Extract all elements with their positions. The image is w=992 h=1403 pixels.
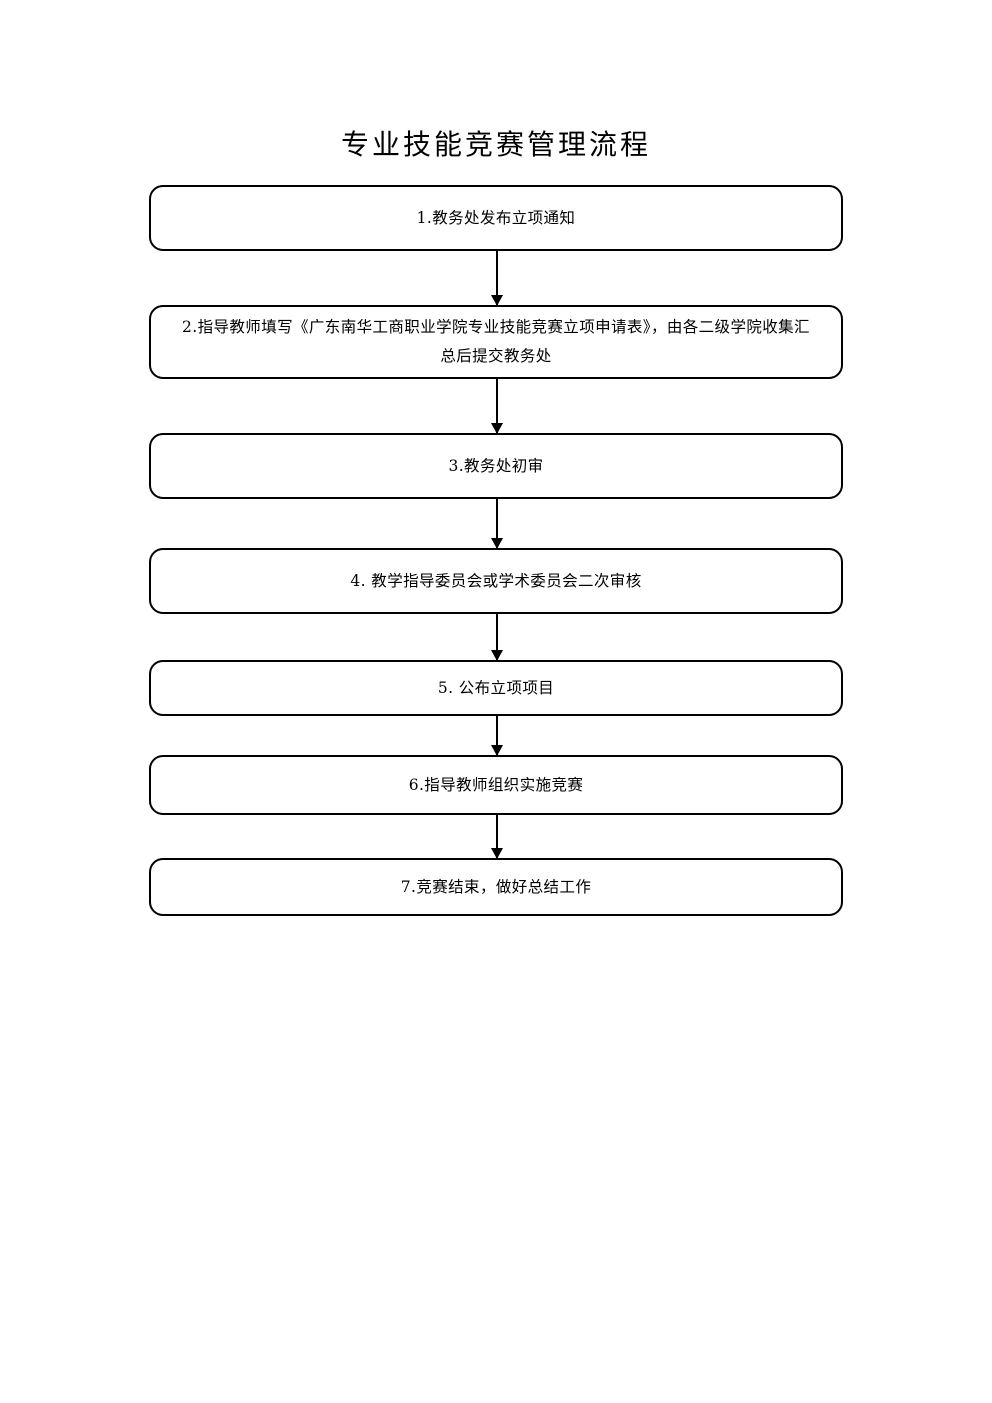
flowchart: 1.教务处发布立项通知 2.指导教师填写《广东南华工商职业学院专业技能竞赛立项申… xyxy=(149,185,843,945)
flow-node-label: 7.竞赛结束，做好总结工作 xyxy=(400,877,592,896)
flow-connector-4-to-5 xyxy=(491,614,503,661)
flow-connector-6-to-7 xyxy=(491,815,503,859)
arrow-down-icon xyxy=(491,745,503,756)
flow-node-label: 1.教务处发布立项通知 xyxy=(416,208,576,227)
flow-node-step-2[interactable]: 2.指导教师填写《广东南华工商职业学院专业技能竞赛立项申请表》，由各二级学院收集… xyxy=(149,305,843,379)
arrow-down-icon xyxy=(491,295,503,306)
arrow-down-icon xyxy=(491,650,503,661)
arrow-down-icon xyxy=(491,538,503,549)
flow-node-step-7[interactable]: 7.竞赛结束，做好总结工作 xyxy=(149,858,843,916)
page-title: 专业技能竞赛管理流程 xyxy=(340,128,651,161)
flow-node-label: 6.指导教师组织实施竞赛 xyxy=(408,775,584,794)
flow-node-label: 4. 教学指导委员会或学术委员会二次审核 xyxy=(350,571,642,590)
flow-connector-2-to-3 xyxy=(491,379,503,434)
flow-connector-5-to-6 xyxy=(491,716,503,756)
flow-connector-3-to-4 xyxy=(491,499,503,549)
flow-node-step-5[interactable]: 5. 公布立项项目 xyxy=(149,660,843,716)
flow-node-step-6[interactable]: 6.指导教师组织实施竞赛 xyxy=(149,755,843,815)
flow-node-step-4[interactable]: 4. 教学指导委员会或学术委员会二次审核 xyxy=(149,548,843,614)
flow-node-label: 3.教务处初审 xyxy=(448,456,544,475)
flow-node-step-1[interactable]: 1.教务处发布立项通知 xyxy=(149,185,843,251)
flow-node-label: 2.指导教师填写《广东南华工商职业学院专业技能竞赛立项申请表》，由各二级学院收集… xyxy=(182,318,810,365)
flow-node-label: 5. 公布立项项目 xyxy=(437,678,555,697)
flow-connector-1-to-2 xyxy=(491,251,503,306)
flow-node-step-3[interactable]: 3.教务处初审 xyxy=(149,433,843,499)
arrow-down-icon xyxy=(491,848,503,859)
arrow-down-icon xyxy=(491,423,503,434)
